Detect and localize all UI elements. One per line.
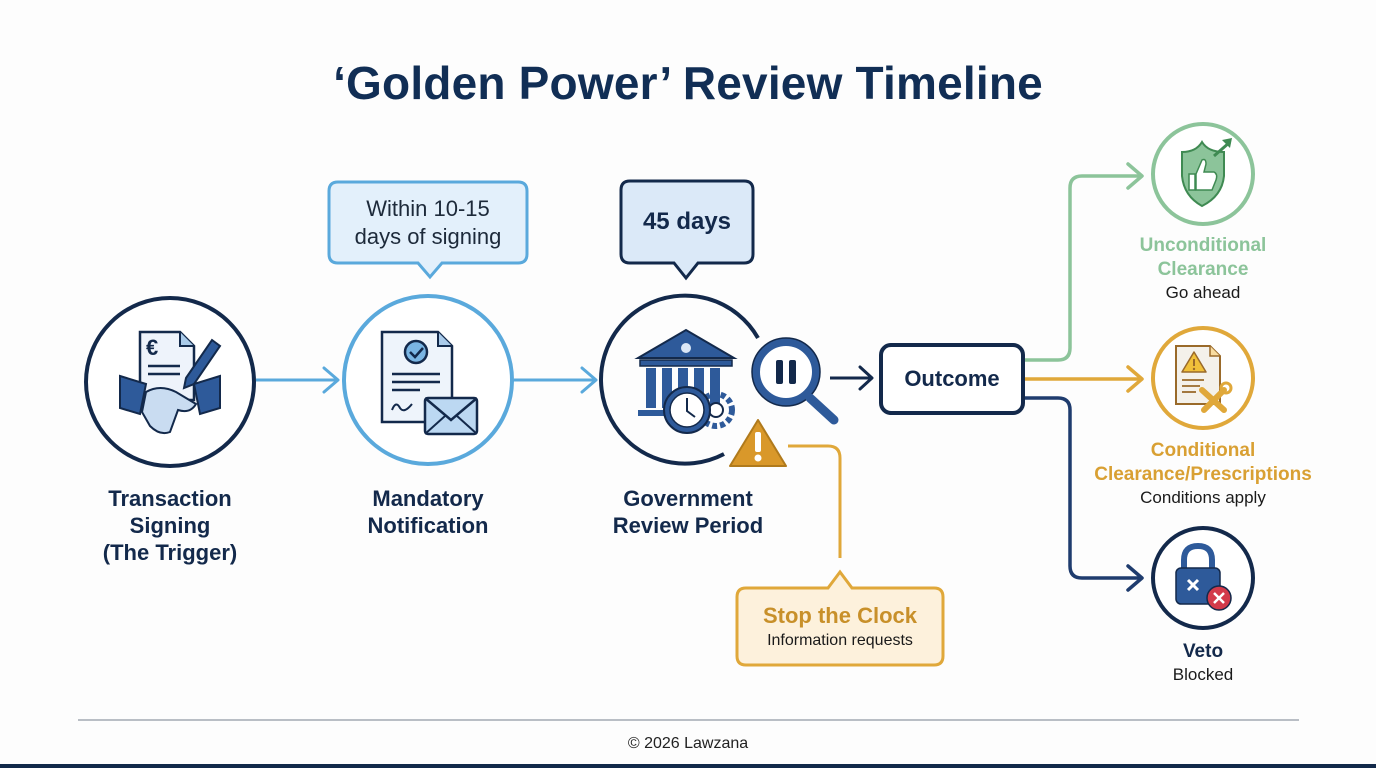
arrow-signing-to-notification: [256, 366, 340, 394]
stop-the-clock-box: [735, 569, 945, 667]
stop-clock-subtitle: Information requests: [767, 632, 913, 649]
label-line: Signing: [129, 513, 211, 538]
notification-deadline-text: Within 10-15 days of signing: [329, 195, 527, 251]
outcome-label: Outcome: [904, 366, 1000, 391]
result-subtitle-unconditional: Go ahead: [1165, 283, 1241, 302]
lock-blocked-icon: [1175, 542, 1232, 611]
handshake-contract-icon: €: [119, 330, 222, 435]
page-title: ‘Golden Power’ Review Timeline: [333, 57, 1043, 109]
review-duration-text: 45 days: [642, 208, 732, 235]
shield-thumbs-up-icon: [1181, 138, 1232, 208]
result-title-veto: Veto: [1182, 641, 1224, 662]
unconditional-clearance-node: [1151, 122, 1255, 226]
arrow-notification-to-review: [514, 366, 598, 394]
outcome-box: [879, 343, 1025, 415]
label-line: Mandatory: [372, 486, 484, 511]
mandatory-notification-node: [342, 294, 514, 466]
result-title-unconditional: Unconditional Clearance: [1083, 234, 1323, 282]
document-warning-tools-icon: [1175, 345, 1233, 413]
warning-triangle-icon: [729, 419, 787, 467]
result-subtitle-veto: Blocked: [1172, 665, 1234, 684]
transaction-signing-node: €: [84, 296, 256, 468]
footer-copyright: © 2026 Lawzana: [627, 735, 749, 752]
label-line: Notification: [367, 513, 489, 538]
title-line: Clearance: [1157, 259, 1249, 280]
label-line: Review Period: [612, 513, 764, 538]
bubble-line: days of signing: [354, 224, 502, 249]
magnifier-pause-icon: [751, 337, 839, 425]
connector-warning-to-stop-clock: [788, 444, 842, 558]
label-line: (The Trigger): [102, 540, 238, 565]
arrow-outcome-to-unconditional: [1024, 162, 1144, 362]
arrow-outcome-to-veto: [1024, 396, 1144, 592]
government-building-clock-icon: [634, 328, 738, 434]
result-title-conditional: Conditional Clearance/Prescriptions: [1063, 439, 1343, 487]
title-line: Conditional: [1150, 440, 1256, 461]
result-subtitle-conditional: Conditions apply: [1140, 488, 1266, 507]
footer-divider: [78, 719, 1299, 721]
label-line: Transaction: [108, 486, 232, 511]
veto-node: [1151, 526, 1255, 630]
document-envelope-icon: [380, 330, 479, 436]
notification-deadline-bubble: [327, 180, 529, 280]
step-label-transaction-signing: Transaction Signing (The Trigger): [70, 485, 270, 566]
review-duration-bubble: [619, 179, 755, 281]
step-label-mandatory-notification: Mandatory Notification: [328, 485, 528, 539]
svg-text:€: €: [146, 335, 158, 360]
conditional-clearance-node: [1151, 326, 1255, 430]
title-line: Clearance/Prescriptions: [1094, 464, 1312, 485]
label-line: Government: [623, 486, 753, 511]
government-review-node: [599, 293, 839, 467]
title-line: Unconditional: [1139, 235, 1267, 256]
bottom-bar: [0, 764, 1376, 768]
arrow-review-to-outcome: [830, 365, 874, 391]
step-label-government-review: Government Review Period: [588, 485, 788, 539]
arrow-outcome-to-conditional: [1024, 365, 1144, 393]
bubble-line: Within 10-15: [366, 196, 490, 221]
stop-clock-title: Stop the Clock: [762, 603, 917, 628]
